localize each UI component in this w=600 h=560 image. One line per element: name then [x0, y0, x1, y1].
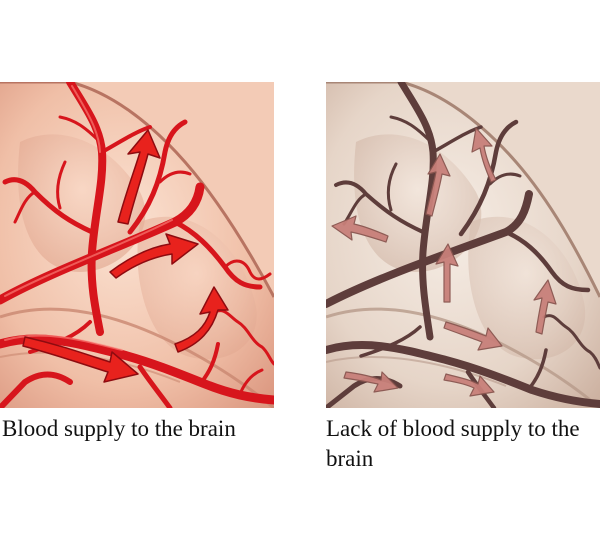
- healthy-brain-caption: Blood supply to the brain: [2, 416, 236, 441]
- ischemic-brain-illustration: [326, 82, 600, 408]
- ischemic-brain-artwork: [326, 82, 600, 408]
- healthy-brain-artwork: [0, 82, 274, 408]
- healthy-brain-illustration: [0, 82, 274, 408]
- ischemic-brain-caption: Lack of blood supply to the brain: [326, 416, 580, 471]
